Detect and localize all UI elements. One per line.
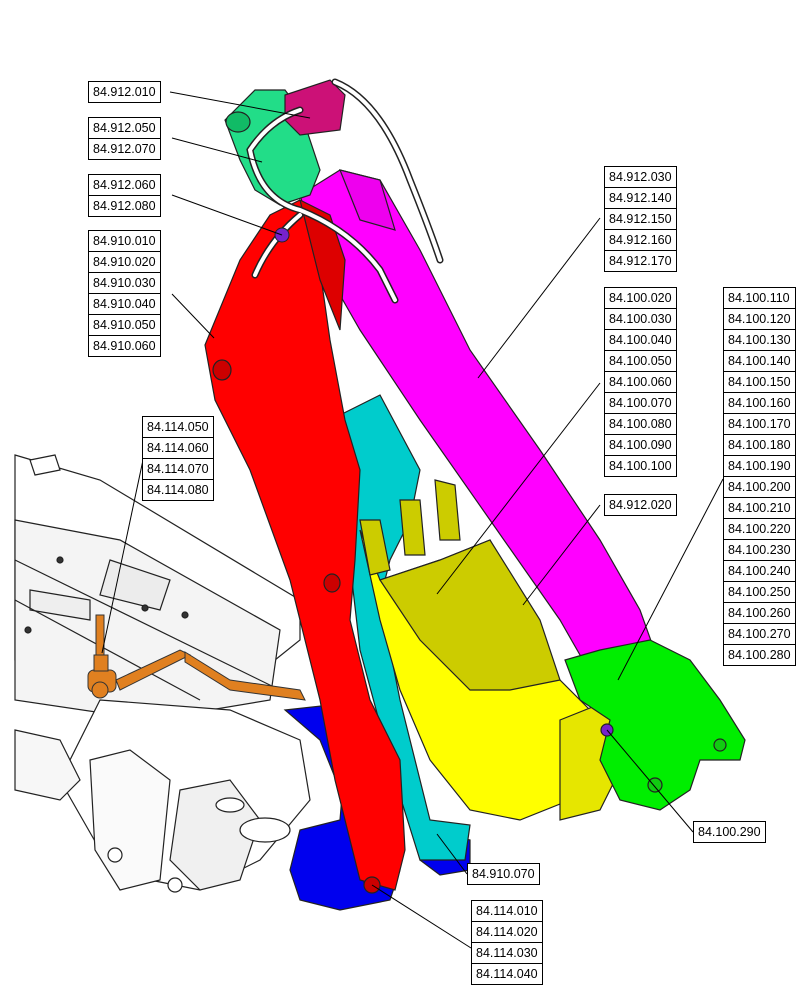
part-number: 84.114.050 bbox=[147, 420, 209, 434]
part-number: 84.100.170 bbox=[724, 413, 795, 434]
part-number: 84.100.260 bbox=[724, 602, 795, 623]
callout-control-valve: 84.114.050 84.114.060 84.114.070 84.114.… bbox=[142, 416, 214, 501]
boom-arm bbox=[204, 198, 406, 894]
part-number: 84.100.280 bbox=[724, 644, 795, 665]
callout-bucket-teeth-hose: 84.912.020 bbox=[604, 494, 677, 516]
part-number: 84.114.020 bbox=[472, 921, 542, 942]
part-number: 84.912.010 bbox=[93, 85, 156, 99]
part-number: 84.910.040 bbox=[89, 293, 160, 314]
callout-hose-clamp: 84.912.050 84.912.070 bbox=[88, 117, 161, 160]
callout-boom-cylinder: 84.910.070 bbox=[467, 863, 540, 885]
part-number: 84.100.290 bbox=[698, 825, 761, 839]
part-number: 84.910.060 bbox=[89, 335, 160, 356]
callout-bucket-linkage: 84.100.110 84.100.120 84.100.130 84.100.… bbox=[723, 287, 796, 666]
part-number: 84.100.050 bbox=[605, 350, 676, 371]
callout-upper-pin: 84.912.060 84.912.080 bbox=[88, 174, 161, 217]
callout-swing-bracket: 84.114.010 84.114.020 84.114.030 84.114.… bbox=[471, 900, 543, 985]
chassis-frame bbox=[14, 454, 311, 893]
part-number: 84.114.040 bbox=[472, 963, 542, 984]
part-number: 84.100.140 bbox=[724, 350, 795, 371]
part-number: 84.114.080 bbox=[143, 479, 213, 500]
callout-dipper-hoses: 84.912.030 84.912.140 84.912.150 84.912.… bbox=[604, 166, 677, 272]
part-number: 84.100.030 bbox=[605, 308, 676, 329]
part-number: 84.910.030 bbox=[89, 272, 160, 293]
part-number: 84.100.220 bbox=[724, 518, 795, 539]
part-number: 84.100.200 bbox=[724, 476, 795, 497]
part-number: 84.100.100 bbox=[605, 455, 676, 476]
part-number: 84.912.030 bbox=[609, 170, 672, 184]
part-number: 84.912.060 bbox=[93, 178, 156, 192]
callout-bucket-pin: 84.100.290 bbox=[693, 821, 766, 843]
callout-bucket: 84.100.020 84.100.030 84.100.040 84.100.… bbox=[604, 287, 677, 477]
part-number: 84.910.050 bbox=[89, 314, 160, 335]
part-number: 84.910.070 bbox=[472, 867, 535, 881]
valve-block bbox=[284, 79, 346, 136]
part-number: 84.100.040 bbox=[605, 329, 676, 350]
part-number: 84.912.050 bbox=[93, 121, 156, 135]
part-number: 84.912.160 bbox=[605, 229, 676, 250]
part-number: 84.114.030 bbox=[472, 942, 542, 963]
part-number: 84.100.180 bbox=[724, 434, 795, 455]
part-number: 84.100.070 bbox=[605, 392, 676, 413]
part-number: 84.100.210 bbox=[724, 497, 795, 518]
part-number: 84.100.060 bbox=[605, 371, 676, 392]
part-number: 84.912.150 bbox=[605, 208, 676, 229]
part-number: 84.114.010 bbox=[476, 904, 538, 918]
part-number: 84.100.020 bbox=[609, 291, 672, 305]
part-number: 84.114.070 bbox=[143, 458, 213, 479]
callout-boom-hinge: 84.912.010 bbox=[88, 81, 161, 103]
part-number: 84.100.120 bbox=[724, 308, 795, 329]
part-number: 84.912.170 bbox=[605, 250, 676, 271]
bucket-linkage bbox=[564, 639, 746, 811]
part-number: 84.100.270 bbox=[724, 623, 795, 644]
part-number: 84.910.010 bbox=[93, 234, 156, 248]
control-valve-assembly bbox=[87, 614, 306, 701]
part-number: 84.912.140 bbox=[605, 187, 676, 208]
part-number: 84.100.190 bbox=[724, 455, 795, 476]
part-number: 84.912.070 bbox=[89, 138, 160, 159]
boom-cylinder bbox=[329, 394, 471, 861]
part-number: 84.100.080 bbox=[605, 413, 676, 434]
part-number: 84.100.160 bbox=[724, 392, 795, 413]
leader-lines bbox=[101, 91, 724, 949]
part-number: 84.100.230 bbox=[724, 539, 795, 560]
part-number: 84.114.060 bbox=[143, 437, 213, 458]
part-number: 84.100.150 bbox=[724, 371, 795, 392]
part-number: 84.100.250 bbox=[724, 581, 795, 602]
part-number: 84.100.130 bbox=[724, 329, 795, 350]
part-number: 84.912.080 bbox=[89, 195, 160, 216]
callout-boom: 84.910.010 84.910.020 84.910.030 84.910.… bbox=[88, 230, 161, 357]
part-number: 84.100.110 bbox=[728, 291, 790, 305]
part-number: 84.100.240 bbox=[724, 560, 795, 581]
part-number: 84.910.020 bbox=[89, 251, 160, 272]
part-number: 84.912.020 bbox=[609, 498, 672, 512]
part-number: 84.100.090 bbox=[605, 434, 676, 455]
